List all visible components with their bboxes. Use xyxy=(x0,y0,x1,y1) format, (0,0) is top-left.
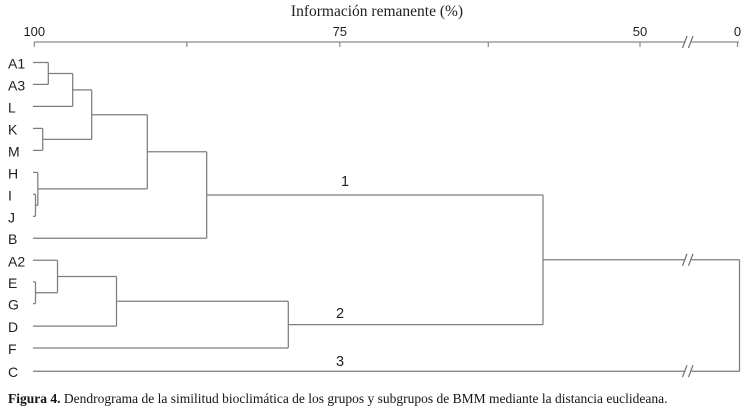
leaf-label: I xyxy=(8,187,12,203)
axis-tick-label: 50 xyxy=(633,24,647,39)
leaf-label: J xyxy=(8,209,15,225)
leaf-label: E xyxy=(8,275,17,291)
axis-tick-label: 75 xyxy=(333,24,347,39)
leaf-label: D xyxy=(8,319,18,335)
leaf-label: A1 xyxy=(8,56,25,72)
leaf-label: C xyxy=(8,364,18,380)
leaf-label: M xyxy=(8,143,20,159)
axis-title: Información remanente (%) xyxy=(291,3,463,20)
leaf-label: K xyxy=(8,121,18,137)
dendrogram-chart: Información remanente (%) 100 75 50 0A1A3LKM… xyxy=(8,3,741,380)
break-slash-icon xyxy=(687,364,694,378)
axis-tick-label: 100 xyxy=(23,24,45,39)
leaf-label: L xyxy=(8,99,16,115)
break-slash-icon xyxy=(687,35,694,49)
break-slash-icon xyxy=(681,364,688,378)
cluster-label: 2 xyxy=(336,306,344,322)
break-slash-icon xyxy=(681,253,688,267)
cluster-label: 1 xyxy=(341,174,349,190)
break-slash-icon xyxy=(681,35,688,49)
caption-figure-number: Figura 4. xyxy=(8,391,61,406)
figure-caption: Figura 4. Dendrograma de la similitud bi… xyxy=(8,391,746,408)
break-slash-icon xyxy=(687,253,694,267)
caption-text: Dendrograma de la similitud bioclimática… xyxy=(60,391,668,406)
break-gap xyxy=(685,257,692,262)
leaf-label: A2 xyxy=(8,253,25,269)
cluster-label: 3 xyxy=(336,354,344,370)
leaf-label: H xyxy=(8,165,18,181)
break-gap xyxy=(685,40,692,44)
axis-tick-label: 0 xyxy=(734,24,741,39)
leaf-label: F xyxy=(8,341,17,357)
leaf-label: A3 xyxy=(8,77,25,93)
leaf-label: B xyxy=(8,231,17,247)
leaf-label: G xyxy=(8,297,19,313)
break-gap xyxy=(685,369,692,374)
